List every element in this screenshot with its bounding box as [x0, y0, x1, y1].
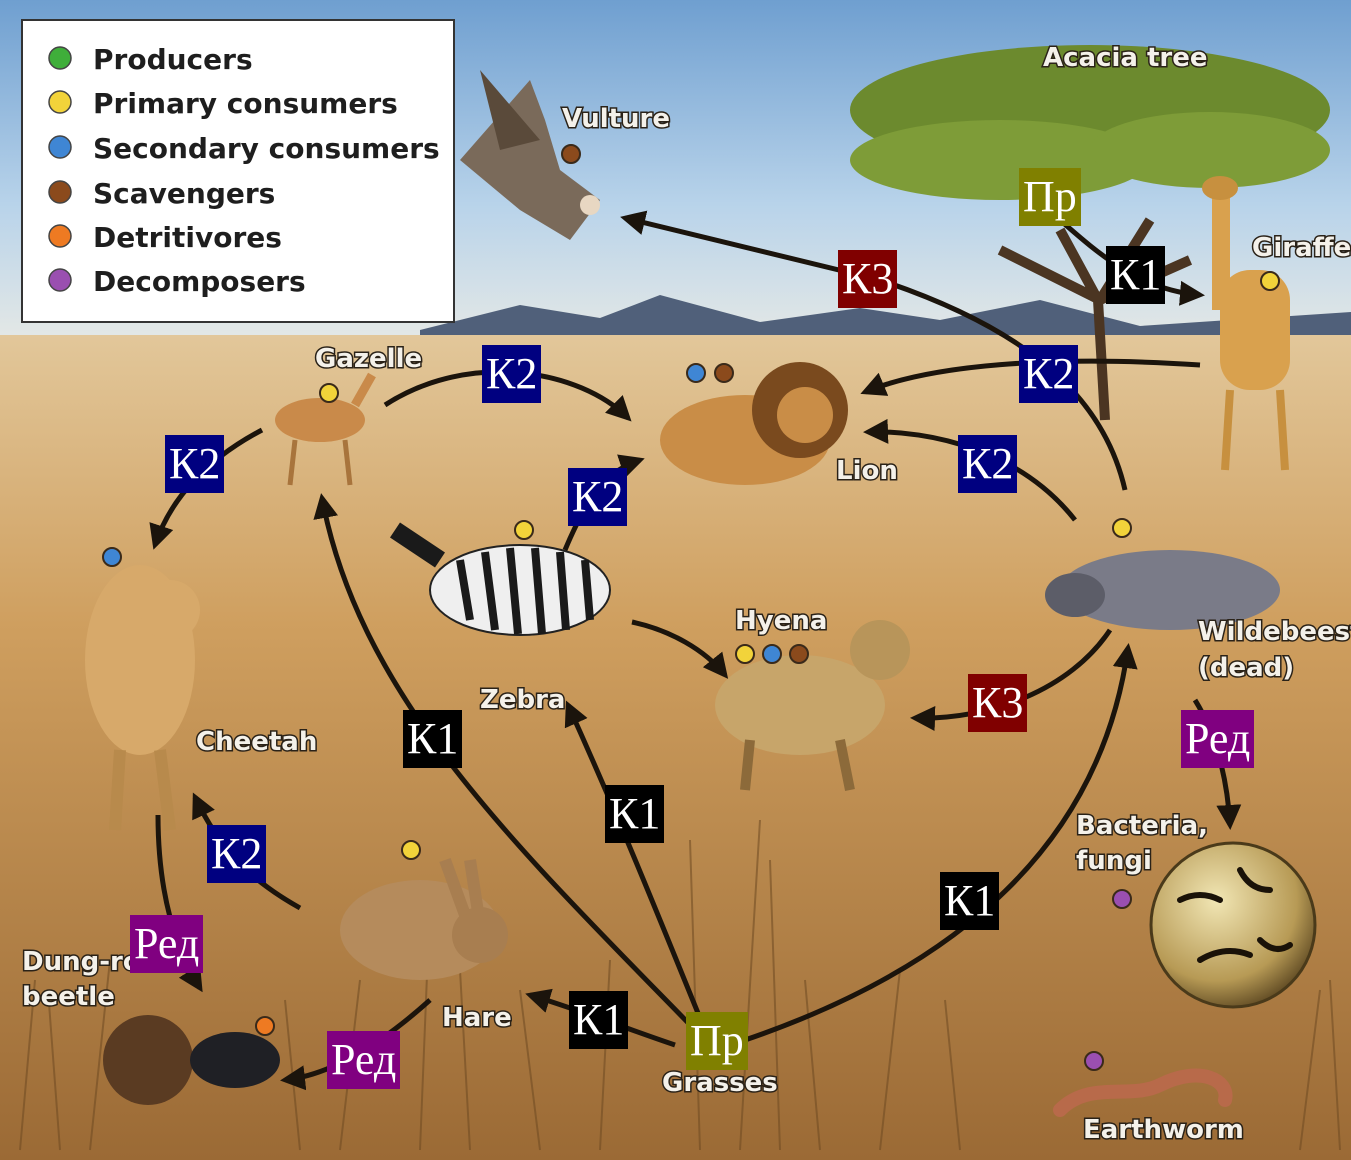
hyena-dot-secondary	[763, 645, 781, 663]
label-lion: Lion	[836, 456, 898, 486]
legend-label: Producers	[93, 43, 253, 76]
label-beetle: beetle	[22, 982, 115, 1012]
label-wildebeest-dead: (dead)	[1198, 653, 1294, 683]
tag-k3-hyena: К3	[968, 674, 1027, 732]
label-acacia-tree: Acacia tree	[1043, 43, 1208, 73]
tag-k1-giraffe: К1	[1106, 246, 1165, 304]
tag-decomposer-bacteria: Ред	[1181, 710, 1254, 768]
label-hare: Hare	[442, 1003, 512, 1033]
legend-dot	[49, 47, 71, 69]
wildebeest-dot	[1113, 519, 1131, 537]
tag-k2-wildebeest-lion: К2	[958, 435, 1017, 493]
tag-k2-hare-cheetah: К2	[207, 825, 266, 883]
label-vulture: Vulture	[562, 104, 670, 134]
bacteria-dot	[1113, 890, 1131, 908]
legend-label: Decomposers	[93, 265, 306, 298]
beetle-dot	[256, 1017, 274, 1035]
tag-decomposer-beetle-bottom: Ред	[327, 1031, 400, 1089]
cheetah-dot	[103, 548, 121, 566]
lion-dot-secondary	[687, 364, 705, 382]
zebra-dot	[515, 521, 533, 539]
legend-item-primary-consumers: Primary consumers	[49, 87, 398, 120]
label-dung-beetle: Dung-ro	[22, 947, 141, 977]
earthworm-dot	[1085, 1052, 1103, 1070]
label-hyena: Hyena	[735, 606, 827, 636]
tag-k1-gazelle: К1	[403, 710, 462, 768]
legend-dot	[49, 136, 71, 158]
legend-dot	[49, 225, 71, 247]
legend-dot	[49, 91, 71, 113]
legend-label: Primary consumers	[93, 87, 398, 120]
legend-label: Detritivores	[93, 221, 282, 254]
hyena-dot-scavenger	[790, 645, 808, 663]
legend-dot	[49, 181, 71, 203]
tag-k2-gazelle-lion: К2	[482, 345, 541, 403]
vulture-dot	[562, 145, 580, 163]
hare-dot	[402, 841, 420, 859]
label-giraffe: Giraffe	[1252, 233, 1351, 263]
label-earthworm: Earthworm	[1083, 1115, 1244, 1145]
legend-label: Scavengers	[93, 177, 275, 210]
label-zebra: Zebra	[480, 685, 565, 715]
legend: Producers Primary consumers Secondary co…	[22, 20, 454, 322]
tag-k3-vulture: К3	[838, 250, 897, 308]
tag-k1-hare: К1	[569, 991, 628, 1049]
gazelle-dot	[320, 384, 338, 402]
tag-k1-zebra: К1	[605, 785, 664, 843]
tag-k2-gazelle-cheetah: К2	[165, 435, 224, 493]
label-grasses: Grasses	[662, 1068, 778, 1098]
lion-dot-scavenger	[715, 364, 733, 382]
giraffe-dot	[1261, 272, 1279, 290]
label-bacteria: Bacteria,	[1076, 811, 1208, 841]
legend-item-secondary-consumers: Secondary consumers	[49, 132, 440, 165]
tag-producer-tree: Пр	[1019, 168, 1081, 226]
tag-decomposer-beetle-top: Ред	[130, 915, 203, 973]
legend-dot	[49, 269, 71, 291]
tag-producer-grasses: Пр	[686, 1012, 748, 1070]
microbes-illustration	[1151, 843, 1315, 1007]
tag-k2-zebra-lion: К2	[568, 468, 627, 526]
hyena-dot-primary	[736, 645, 754, 663]
tag-k2-giraffe-lion: К2	[1019, 345, 1078, 403]
tag-k1-wildebeest: К1	[940, 872, 999, 930]
label-cheetah: Cheetah	[196, 727, 317, 757]
label-wildebeest: Wildebeest	[1198, 617, 1351, 647]
legend-label: Secondary consumers	[93, 132, 440, 165]
label-gazelle: Gazelle	[315, 344, 422, 374]
label-fungi: fungi	[1076, 846, 1152, 876]
